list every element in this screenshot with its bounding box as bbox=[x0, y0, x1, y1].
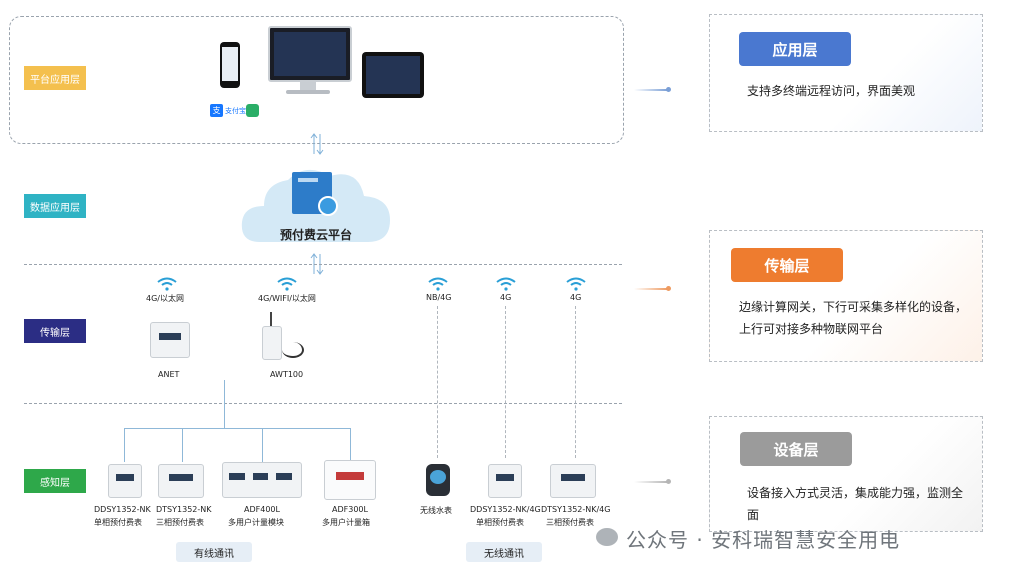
wifi-icon bbox=[156, 276, 178, 291]
connector-transport bbox=[634, 288, 668, 290]
device-model: ADF400L bbox=[244, 505, 280, 514]
sync-arrows-top bbox=[310, 132, 324, 156]
layer-tag-data: 数据应用层 bbox=[24, 194, 86, 218]
wired-drop bbox=[350, 428, 351, 462]
device-desc: 单相预付费表 bbox=[476, 518, 524, 527]
wifi-icon bbox=[565, 276, 587, 291]
wireless-net-label: NB/4G bbox=[426, 293, 452, 302]
device-model: DTSY1352-NK/4G bbox=[541, 505, 611, 514]
device-desc: 多用户计量箱 bbox=[322, 518, 370, 527]
gateway-name: ANET bbox=[158, 370, 180, 379]
multi-user-module bbox=[222, 462, 302, 498]
wifi-icon bbox=[495, 276, 517, 291]
wechat-watermark-icon bbox=[596, 528, 618, 546]
layer-tag-transport: 传输层 bbox=[24, 319, 86, 343]
server-icon bbox=[292, 172, 338, 216]
panel-desc-device: 设备接入方式灵活，集成能力强，监测全面 bbox=[747, 486, 964, 522]
separator-bottom bbox=[24, 403, 622, 404]
cloud-label: 预付费云平台 bbox=[280, 228, 353, 242]
wifi-icon bbox=[427, 276, 449, 291]
panel-title-device: 设备层 bbox=[740, 432, 852, 466]
alipay-icon: 支 bbox=[210, 104, 223, 117]
monitor-stand bbox=[300, 80, 316, 90]
connector-dot bbox=[666, 479, 671, 484]
wireless-comm-label: 无线通讯 bbox=[466, 542, 542, 562]
device-model: DDSY1352-NK/4G bbox=[470, 505, 541, 514]
single-phase-4g-meter bbox=[488, 464, 522, 498]
gateway-net-label: 4G/WIFI/以太网 bbox=[258, 294, 316, 303]
three-phase-meter bbox=[158, 464, 204, 498]
layer-tag-platform: 平台应用层 bbox=[24, 66, 86, 90]
device-model: ADF300L bbox=[332, 505, 368, 514]
three-phase-4g-meter bbox=[550, 464, 596, 498]
wechat-icon bbox=[246, 104, 259, 117]
wired-drop bbox=[262, 428, 263, 462]
multi-user-meter-box bbox=[324, 460, 376, 500]
wifi-icon bbox=[276, 276, 298, 291]
awt100-gateway-device bbox=[262, 326, 282, 360]
wired-comm-label: 有线通讯 bbox=[176, 542, 252, 562]
anet-gateway-device bbox=[150, 322, 190, 358]
panel-desc-app: 支持多终端远程访问，界面美观 bbox=[747, 84, 916, 98]
monitor-icon bbox=[268, 26, 352, 82]
device-desc: 三相预付费表 bbox=[156, 518, 204, 527]
phone-icon bbox=[220, 42, 240, 88]
connector-device bbox=[634, 481, 668, 483]
platform-layer-box bbox=[9, 16, 624, 144]
gateway-net-label: 4G/以太网 bbox=[146, 294, 184, 303]
connector-app bbox=[634, 89, 668, 91]
panel-title-transport: 传输层 bbox=[731, 248, 843, 282]
panel-desc-transport: 边缘计算网关，下行可采集多样化的设备，上行可对接多种物联网平台 bbox=[739, 300, 968, 336]
layer-tag-sensing: 感知层 bbox=[24, 469, 86, 493]
water-meter-icon bbox=[426, 464, 450, 496]
wired-bus bbox=[124, 428, 350, 429]
device-model: DDSY1352-NK bbox=[94, 505, 151, 514]
wired-drop bbox=[124, 428, 125, 462]
panel-title-app: 应用层 bbox=[739, 32, 851, 66]
wireless-link-line bbox=[505, 306, 506, 458]
wireless-net-label: 4G bbox=[570, 293, 582, 302]
device-desc: 多用户计量模块 bbox=[228, 518, 284, 527]
alipay-label: 支付宝 bbox=[225, 107, 246, 115]
wired-drop bbox=[182, 428, 183, 462]
device-desc: 三相预付费表 bbox=[546, 518, 594, 527]
connector-dot bbox=[666, 286, 671, 291]
wired-bus-trunk bbox=[224, 380, 225, 428]
tablet-icon bbox=[362, 52, 424, 98]
wireless-link-line bbox=[437, 306, 438, 458]
wireless-net-label: 4G bbox=[500, 293, 512, 302]
connector-dot bbox=[666, 87, 671, 92]
wireless-link-line bbox=[575, 306, 576, 458]
monitor-base bbox=[286, 90, 330, 94]
watermark: 公众号 · 安科瑞智慧安全用电 bbox=[626, 528, 901, 552]
antenna-icon bbox=[270, 312, 272, 326]
separator-top bbox=[24, 264, 622, 265]
device-model: DTSY1352-NK bbox=[156, 505, 212, 514]
device-desc: 单相预付费表 bbox=[94, 518, 142, 527]
antenna-cable bbox=[282, 342, 304, 358]
gateway-name: AWT100 bbox=[270, 370, 304, 379]
device-desc: 无线水表 bbox=[420, 506, 452, 515]
single-phase-meter bbox=[108, 464, 142, 498]
